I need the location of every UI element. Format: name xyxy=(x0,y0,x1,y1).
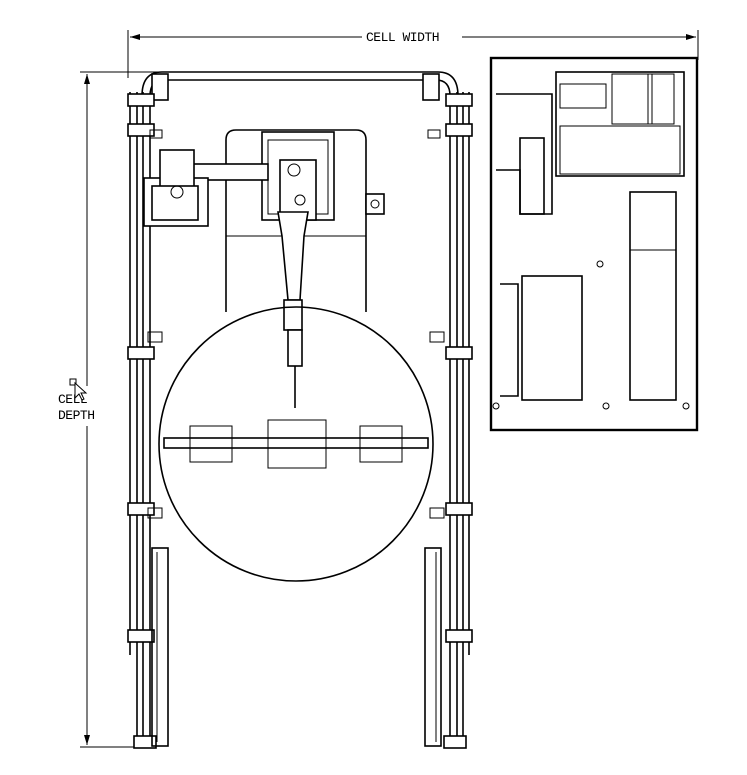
pointer-cursor-icon xyxy=(69,378,88,401)
turntable xyxy=(158,306,434,582)
cell-width-label: CELL WIDTH xyxy=(366,30,439,45)
controller-cabinet xyxy=(489,56,699,432)
cell-width-dimension: CELL WIDTH xyxy=(127,30,699,78)
robot-arm xyxy=(143,131,335,408)
cell-depth-label-line2: DEPTH xyxy=(58,408,95,423)
cell-depth-dimension: CELL DEPTH xyxy=(58,71,160,748)
cell-frame xyxy=(127,71,473,749)
